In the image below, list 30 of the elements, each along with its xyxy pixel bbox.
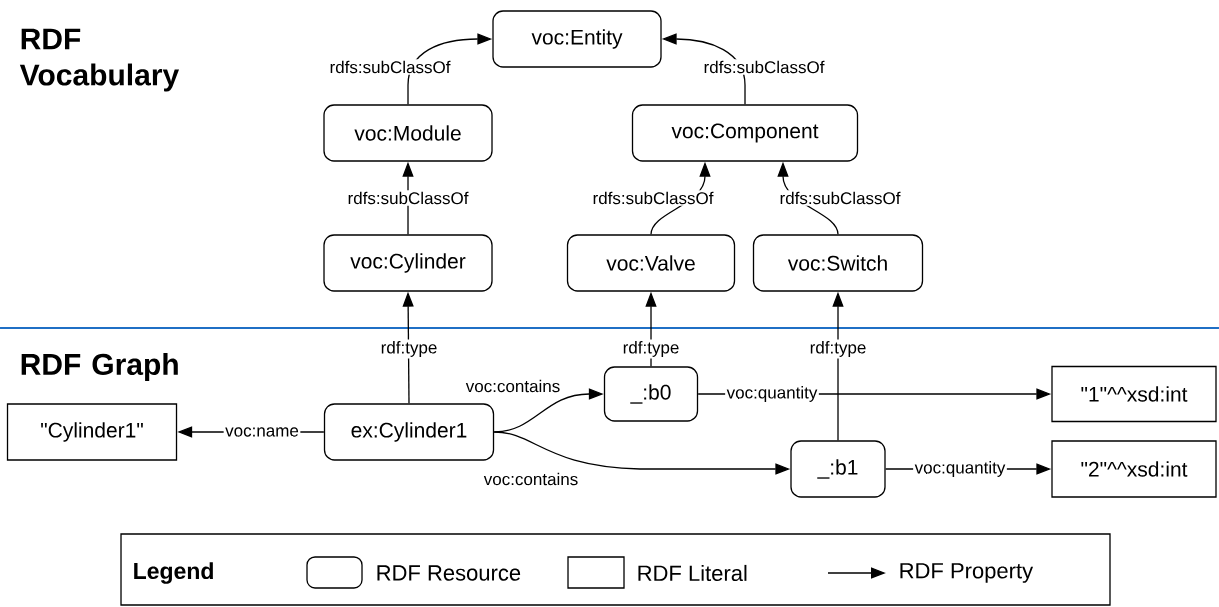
edge-label: rdfs:subClassOf: [328, 59, 452, 75]
resource-box: voc:Entity: [492, 10, 662, 68]
legend-heading: Legend: [134, 562, 213, 584]
section-title: RDF Vocabulary: [19, 28, 179, 92]
edge-label: rdfs:subClassOf: [346, 190, 470, 206]
edge-label: rdfs:subClassOf: [591, 190, 715, 206]
edge-label: voc:name: [223, 425, 301, 439]
resource-box: voc:Valve: [566, 234, 736, 292]
resource-box: voc:Switch: [752, 234, 924, 292]
resource-box: _:b0: [603, 366, 699, 422]
resource-box: ex:Cylinder1: [323, 403, 495, 461]
edge-label: rdf:type: [621, 339, 681, 359]
literal-box: "Cylinder1": [6, 403, 178, 461]
legend-text: RDF Resource: [377, 565, 521, 581]
edge-label: rdf:type: [379, 339, 439, 359]
edge-label: rdfs:subClassOf: [702, 59, 826, 75]
resource-box: voc:Cylinder: [323, 234, 493, 292]
literal-box: "2"^^xsd:int: [1051, 440, 1217, 498]
resource-box: voc:Component: [631, 104, 859, 162]
edge-label: voc:contains: [464, 378, 562, 394]
edge-label: rdf:type: [808, 339, 868, 359]
edge-label: voc:contains: [482, 471, 580, 487]
edge-label: voc:quantity: [913, 459, 1007, 479]
edge-label: rdfs:subClassOf: [778, 190, 902, 206]
edge-label: voc:quantity: [725, 384, 819, 404]
resource-box: _:b1: [790, 440, 886, 498]
legend-text: RDF Literal: [638, 564, 747, 582]
legend-text: RDF Property: [900, 563, 1034, 583]
literal-box: "1"^^xsd:int: [1051, 365, 1217, 423]
resource-box: voc:Module: [323, 104, 493, 162]
